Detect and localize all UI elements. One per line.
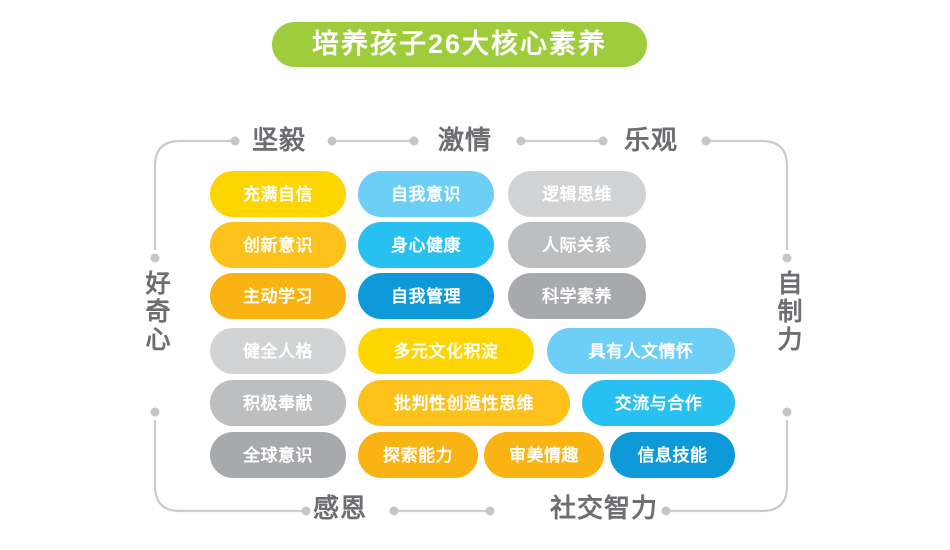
outer-label-left-haoqixin: 好奇心: [142, 270, 170, 354]
competency-pill-label: 自我管理: [391, 286, 461, 306]
connector-dot: [782, 253, 792, 263]
connector-dot: [301, 506, 311, 516]
competency-pill-label: 全球意识: [243, 445, 313, 465]
competency-pill-label: 充满自信: [243, 184, 313, 204]
connector-dot: [598, 136, 608, 146]
connector-dot: [409, 136, 419, 146]
competency-pill[interactable]: 多元文化积淀: [358, 328, 534, 374]
competency-pill-label: 交流与合作: [614, 393, 703, 413]
connector-dot: [782, 407, 792, 417]
competency-pill[interactable]: 审美情趣: [484, 432, 604, 478]
competency-pill-label: 信息技能: [637, 445, 708, 465]
competency-pill-label: 创新意识: [243, 235, 313, 255]
competency-pill[interactable]: 自我管理: [358, 273, 494, 319]
competency-pill-label: 人际关系: [542, 235, 612, 255]
outer-label-bottom-ganen: 感恩: [313, 493, 368, 523]
frame-top-right-path: [709, 139, 789, 250]
connector-dot: [661, 506, 671, 516]
competency-pill[interactable]: 自我意识: [358, 171, 494, 217]
competency-pill[interactable]: 人际关系: [508, 222, 646, 268]
competency-pill-label: 具有人文情怀: [588, 341, 694, 361]
competency-pill[interactable]: 积极奉献: [210, 380, 346, 426]
connector-dot: [701, 136, 711, 146]
connector-dot: [150, 407, 160, 417]
competency-pill-label: 自我意识: [391, 184, 461, 204]
competency-pill-label: 身心健康: [391, 235, 461, 255]
competency-pill-label: 多元文化积淀: [393, 341, 499, 361]
competency-pill-label: 健全人格: [243, 341, 313, 361]
connector-dot: [389, 506, 399, 516]
outer-label-top-jiqing: 激情: [438, 125, 493, 155]
competency-pill[interactable]: 逻辑思维: [508, 171, 646, 217]
competency-pill[interactable]: 具有人文情怀: [547, 328, 735, 374]
competency-pill[interactable]: 主动学习: [210, 273, 346, 319]
competency-pill[interactable]: 充满自信: [210, 171, 346, 217]
competency-pill[interactable]: 全球意识: [210, 432, 346, 478]
connector-dot: [516, 136, 526, 146]
competency-pill-label: 积极奉献: [243, 393, 313, 413]
competency-pill-label: 主动学习: [243, 286, 313, 306]
competency-pill[interactable]: 批判性创造性思维: [358, 380, 570, 426]
competency-pill-label: 科学素养: [542, 286, 612, 306]
competency-pill-label: 探索能力: [383, 445, 453, 465]
competency-pill[interactable]: 科学素养: [508, 273, 646, 319]
connector-dot: [485, 506, 495, 516]
competency-pill[interactable]: 创新意识: [210, 222, 346, 268]
competency-pill-label: 审美情趣: [509, 445, 579, 465]
connector-dot: [150, 253, 160, 263]
competency-pill[interactable]: 健全人格: [210, 328, 346, 374]
competency-pill-label: 批判性创造性思维: [394, 393, 534, 413]
competency-pill[interactable]: 探索能力: [358, 432, 478, 478]
outer-label-top-leguan: 乐观: [624, 125, 679, 155]
competency-pill[interactable]: 身心健康: [358, 222, 494, 268]
outer-label-bottom-shejiaozhili: 社交智力: [550, 493, 659, 523]
connector-dot: [327, 136, 337, 146]
competency-pill-label: 逻辑思维: [542, 184, 612, 204]
outer-label-right-zizhili: 自制力: [774, 270, 802, 354]
page-title-pill: 培养孩子26大核心素养: [272, 22, 647, 67]
outer-label-top-jianyi: 坚毅: [252, 125, 307, 155]
connector-dot: [230, 136, 240, 146]
page-title: 培养孩子26大核心素养: [311, 29, 608, 59]
competency-pill[interactable]: 交流与合作: [582, 380, 735, 426]
competency-pill[interactable]: 信息技能: [610, 432, 735, 478]
